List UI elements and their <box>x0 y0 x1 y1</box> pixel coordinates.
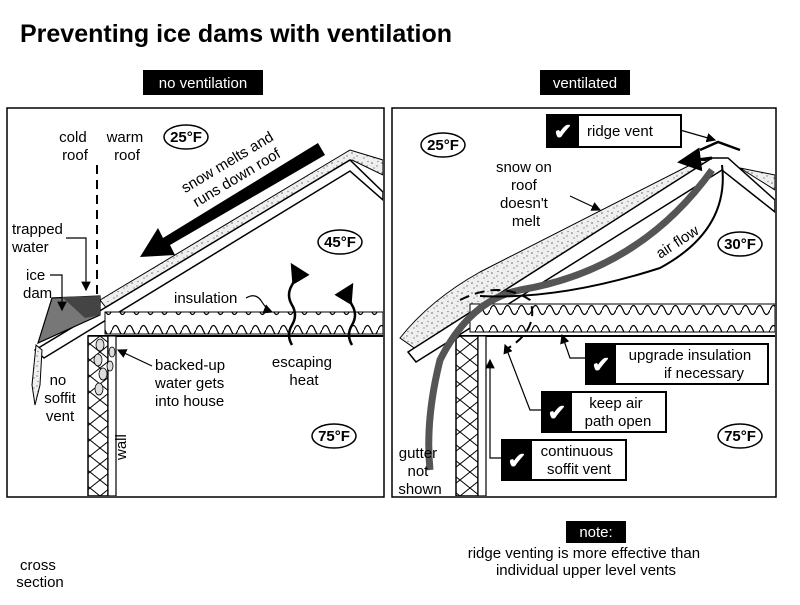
left-temp-attic: 45°F <box>324 234 356 251</box>
right-temp-inside-oval <box>717 423 763 449</box>
snow-leader <box>569 195 602 211</box>
soffit-vent-label: continuous soffit vent <box>541 443 618 478</box>
no-soffit-vent-label: no soffit vent <box>44 372 80 425</box>
right-roof-deck <box>406 157 775 363</box>
ridge-vent-callout: ✔ ridge vent <box>546 114 682 148</box>
water-drips <box>93 338 116 396</box>
ridge-vent-leader <box>679 129 717 143</box>
ridge-vent-check-icon: ✔ <box>554 119 572 144</box>
left-roof-deck <box>33 159 383 359</box>
right-wall <box>455 335 479 496</box>
left-panel: 25°F 45°F 75°F cold roof warm roof snow … <box>6 107 385 498</box>
gutter-label: gutter not shown <box>398 445 441 498</box>
soffit-vent-leader <box>485 358 502 459</box>
trapped-water-pool <box>62 296 100 318</box>
upgrade-insulation-check-icon: ✔ <box>592 352 610 377</box>
left-temp-attic-oval <box>317 229 363 255</box>
left-insulation <box>104 311 383 335</box>
insulation-label: insulation <box>174 290 237 307</box>
right-temp-outside: 25°F <box>427 137 459 154</box>
right-temp-attic-oval <box>717 231 763 257</box>
trapped-water-leader <box>66 237 91 292</box>
right-insulation <box>469 303 775 333</box>
upgrade-insulation-leader <box>560 333 586 359</box>
heat-arrow-1 <box>287 262 310 346</box>
backed-up-leader <box>116 349 153 367</box>
heat-arrow-2 <box>334 282 357 346</box>
note-header: note: <box>579 524 612 541</box>
wall-label: wall <box>113 434 130 461</box>
air-path-baffle <box>425 167 715 471</box>
ice-dam-label: ice dam <box>23 267 52 302</box>
right-house <box>399 129 775 496</box>
note-header-box <box>566 521 626 543</box>
escaping-heat-label: escaping heat <box>272 354 336 389</box>
left-temp-inside: 75°F <box>318 428 350 445</box>
keep-air-check-icon: ✔ <box>548 400 566 425</box>
ridge-vent-cap <box>699 140 741 152</box>
right-panel-header-box <box>540 70 630 95</box>
right-panel: 25°F 30°F 75°F ✔ ridge vent snow on roof… <box>391 107 777 498</box>
ice-dam-leader <box>50 274 67 312</box>
svg-text:wall: wall <box>113 434 130 461</box>
note-text: ridge venting is more effective than ind… <box>468 545 705 579</box>
air-path-dashed <box>459 289 534 351</box>
soffit-vent-check-icon: ✔ <box>508 448 526 473</box>
keep-air-label: keep air path open <box>585 395 652 430</box>
left-house <box>31 143 383 496</box>
page-title: Preventing ice dams with ventilation <box>20 20 452 48</box>
upgrade-insulation-label: upgrade insulation if necessary <box>629 347 756 382</box>
icicle <box>31 344 43 406</box>
right-wall-stud <box>477 335 487 496</box>
left-temp-inside-oval <box>311 423 357 449</box>
left-panel-header: no ventilation <box>159 75 247 92</box>
left-wall-stud <box>107 335 117 496</box>
warm-roof-label: warm roof <box>106 129 148 164</box>
trapped-water-label: trapped water <box>11 221 67 256</box>
left-temp-outside-oval <box>163 124 209 150</box>
melt-arrow <box>140 143 325 257</box>
ridge-vent-label: ridge vent <box>587 123 654 140</box>
keep-air-leader <box>503 343 542 411</box>
backed-up-label: backed-up water gets into house <box>154 357 229 410</box>
cold-roof-label: cold roof <box>59 129 91 164</box>
left-temp-outside: 25°F <box>170 129 202 146</box>
upgrade-insulation-callout: ✔ upgrade insulation if necessary <box>585 343 769 385</box>
left-panel-header-box <box>143 70 263 95</box>
air-path-flow <box>479 164 724 298</box>
soffit-vent-callout: ✔ continuous soffit vent <box>501 439 627 481</box>
right-panel-header: ventilated <box>553 75 617 92</box>
keep-air-path-callout: ✔ keep air path open <box>541 391 667 433</box>
ridge-exhaust-arrow <box>677 147 713 172</box>
right-temp-inside: 75°F <box>724 428 756 445</box>
insulation-leader <box>245 295 274 314</box>
right-snow-far <box>739 167 775 191</box>
right-temp-attic: 30°F <box>724 236 756 253</box>
snow-on-roof-label: snow on roof doesn't melt <box>496 159 556 230</box>
right-temp-outside-oval <box>420 132 466 158</box>
cross-section-label: cross section <box>16 557 64 591</box>
